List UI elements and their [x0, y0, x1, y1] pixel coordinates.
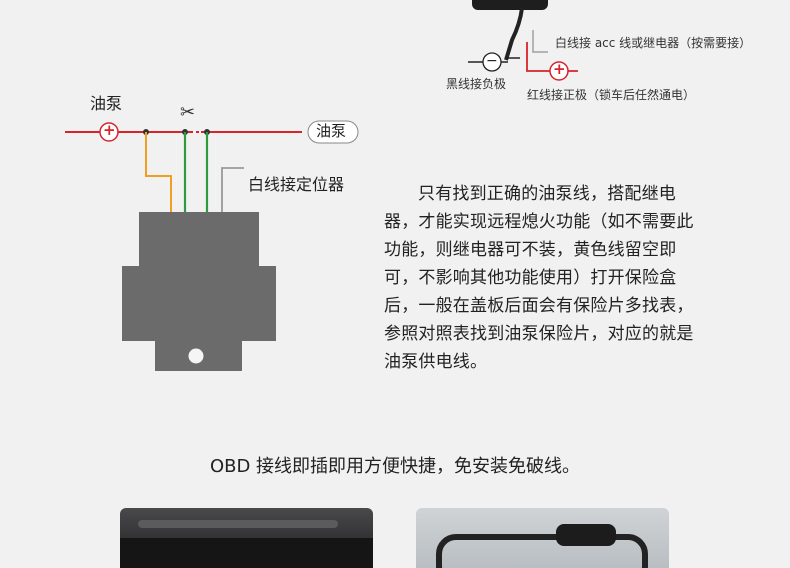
description-text: 只有找到正确的油泵线，搭配继电器，才能实现远程熄火功能（如不需要此功能，则继电器… [384, 184, 694, 372]
pump-right-bubble [307, 120, 359, 144]
plus-symbol-pump: + [103, 121, 116, 139]
positive-terminal-pump [99, 122, 119, 142]
product-photo-left [120, 508, 373, 568]
yellow-wire [145, 132, 172, 212]
gray-wire-locator [221, 167, 244, 212]
negative-terminal [482, 52, 502, 72]
white-acc-label: 白线接 acc 线或继电器（按需要接） [555, 36, 752, 50]
red-positive-label: 红线接正极（锁车后任然通电） [527, 88, 696, 102]
scissors-icon: ✂ [180, 102, 196, 123]
white-wire-acc [532, 30, 548, 53]
photo-right-cable [436, 534, 648, 568]
plus-symbol-top: + [553, 60, 566, 78]
positive-terminal-top [549, 61, 569, 81]
product-photo-right [416, 508, 669, 568]
relay-hole [188, 348, 204, 364]
obd-caption: OBD 接线即插即用方便快捷，免安装免破线。 [209, 456, 581, 477]
black-negative-label: 黑线接负极 [446, 77, 507, 91]
pump-right-label: 油泵 [316, 122, 347, 140]
photo-right-plug [556, 524, 616, 546]
tracker-device [472, 0, 548, 10]
minus-symbol: − [486, 53, 498, 69]
relay-middle [122, 266, 276, 341]
pump-left-label: 油泵 [90, 94, 123, 113]
relay-top [139, 212, 259, 266]
white-locator-label: 白线接定位器 [248, 175, 345, 194]
device-cable [504, 7, 524, 61]
photo-left-shadow [120, 538, 373, 568]
photo-left-detail [138, 520, 338, 528]
